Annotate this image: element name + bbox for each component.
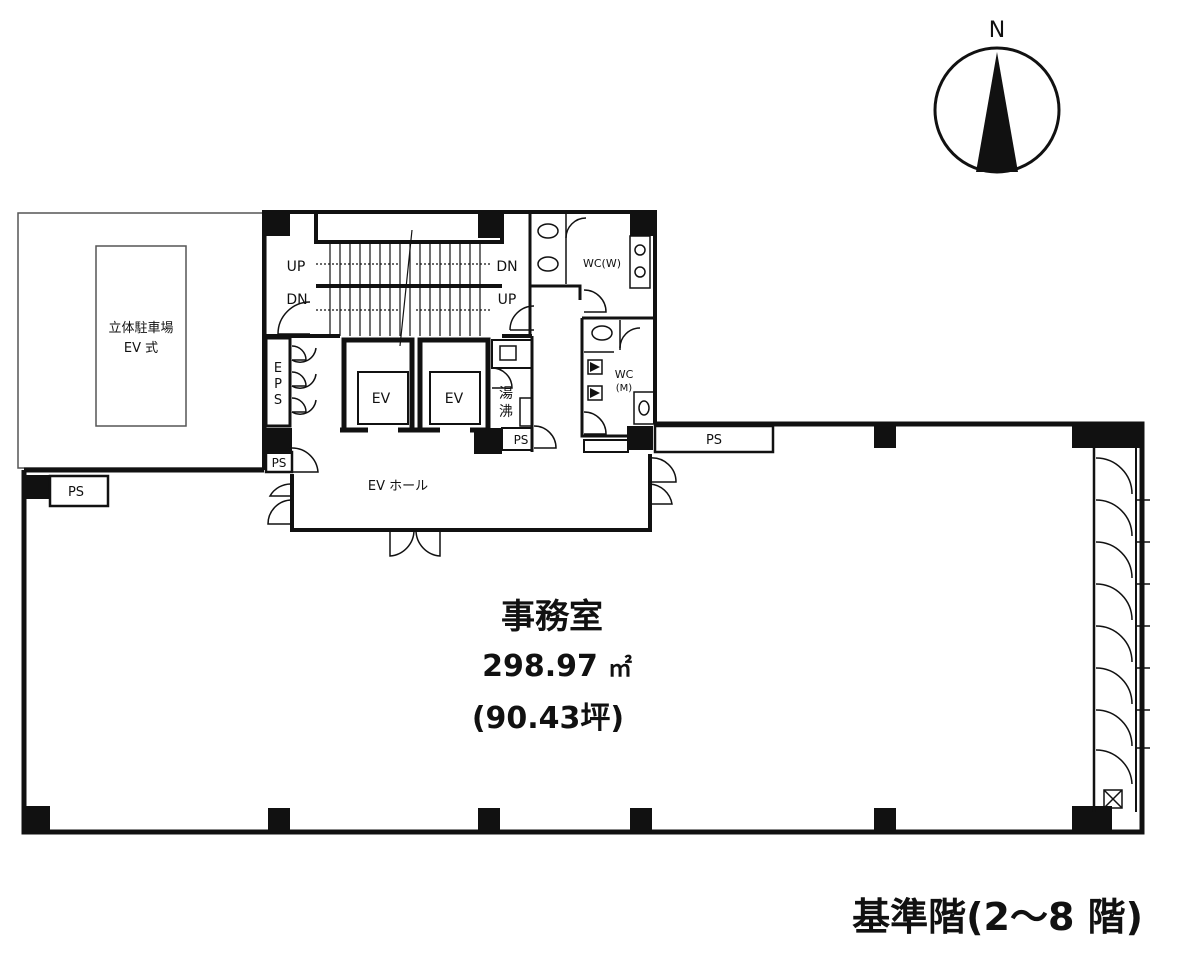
parking-sublabel: EV 式 bbox=[124, 341, 158, 356]
wc-women-label: WC(W) bbox=[583, 257, 621, 270]
ps-kettle-label: PS bbox=[514, 433, 529, 447]
eps-label-e: E bbox=[274, 361, 282, 376]
office-name: 事務室 bbox=[501, 597, 603, 637]
office-area-m2: 298.97 bbox=[482, 649, 598, 684]
window-cabinets bbox=[1092, 446, 1150, 812]
kettle-label-1: 湯 bbox=[499, 385, 513, 402]
office-label: 事務室 298.97 ㎡ (90.43坪) bbox=[472, 597, 632, 736]
stair-up-label-bottom: UP bbox=[498, 292, 517, 308]
north-label: N bbox=[989, 18, 1005, 43]
stair-dn-label-top: DN bbox=[496, 259, 517, 275]
elevators: EV EV bbox=[340, 337, 491, 433]
ev-hall: EV ホール bbox=[267, 457, 677, 557]
columns bbox=[26, 426, 1142, 832]
ps-left: PS bbox=[48, 474, 110, 508]
parking-area: 立体駐車場 EV 式 bbox=[17, 212, 267, 469]
ps-right-label: PS bbox=[706, 433, 722, 448]
eps-room: E P S bbox=[264, 336, 317, 428]
elevator-1-label: EV bbox=[372, 391, 391, 407]
ps-right: PS bbox=[653, 424, 775, 454]
compass: N bbox=[933, 18, 1061, 174]
kettle-label-2: 沸 bbox=[499, 404, 513, 420]
compass-needle bbox=[976, 52, 1018, 172]
ps-eps-label: PS bbox=[272, 456, 287, 470]
elevator-2-label: EV bbox=[445, 391, 464, 407]
core-columns bbox=[264, 212, 656, 454]
wc-men-label: WC bbox=[615, 368, 634, 381]
office-walls bbox=[21, 421, 1145, 835]
wc-women: WC(W) bbox=[528, 214, 651, 336]
ev-hall-label: EV ホール bbox=[368, 479, 428, 494]
stair-up-label-top: UP bbox=[287, 259, 306, 275]
kettle-room: 湯 沸 PS bbox=[491, 336, 557, 452]
ps-eps: PS bbox=[264, 447, 319, 474]
ps-left-label: PS bbox=[68, 485, 84, 500]
floor-title: 基準階(2～8 階) bbox=[852, 895, 1143, 939]
wc-men: WC (M) bbox=[580, 316, 655, 453]
wc-men-sublabel: (M) bbox=[616, 383, 633, 394]
eps-label-s: S bbox=[274, 393, 282, 408]
office-area-unit: ㎡ bbox=[608, 654, 632, 682]
office-area-tsubo: (90.43坪) bbox=[472, 701, 624, 736]
parking-label: 立体駐車場 bbox=[108, 321, 173, 336]
eps-label-p: P bbox=[274, 377, 282, 392]
stair-dn-label-bottom: DN bbox=[286, 292, 307, 308]
